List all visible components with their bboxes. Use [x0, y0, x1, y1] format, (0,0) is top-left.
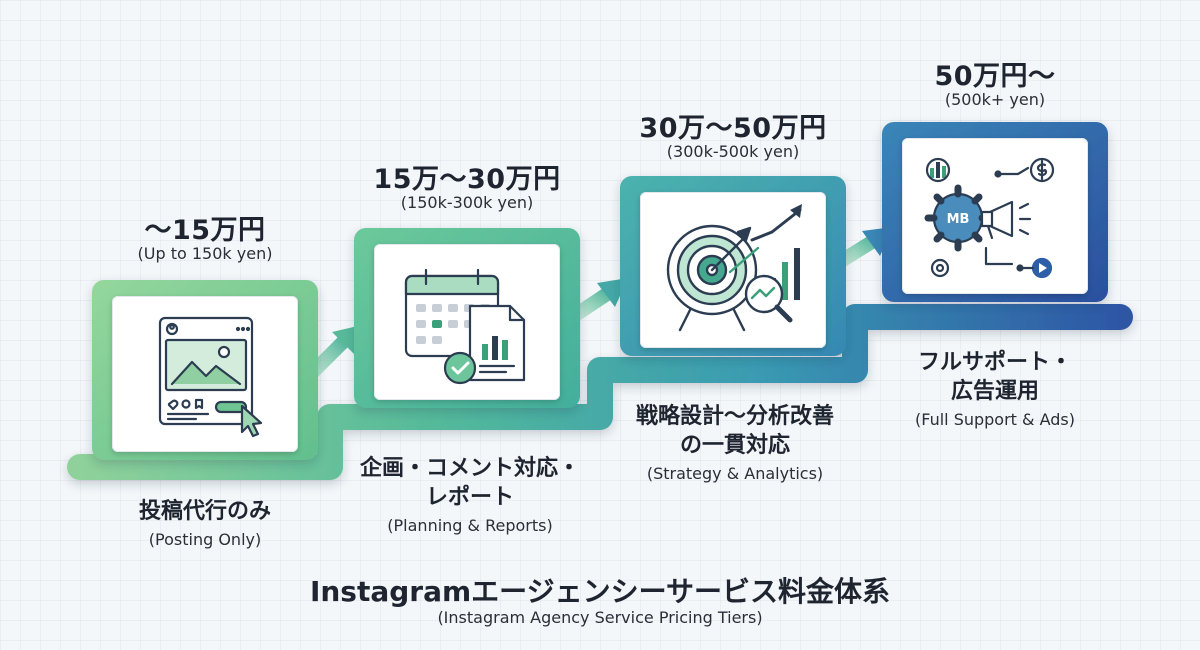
page-subtitle: (Instagram Agency Service Pricing Tiers) — [437, 608, 763, 627]
tier-4-badge: MB — [946, 212, 970, 227]
tier-1-price: 〜15万円 — [144, 215, 266, 246]
tier-3-label-line2: の一貫対応 — [679, 433, 790, 458]
tier-4-price: 50万円〜 — [934, 61, 1056, 92]
tier-2-label-line1: 企画・コメント対応・ — [359, 456, 580, 481]
tier-1-price-en: (Up to 150k yen) — [137, 244, 273, 263]
tier-1-label-block: 投稿代行のみ (Posting Only) — [80, 497, 330, 549]
megaphone-gear-icon — [924, 157, 1055, 279]
social-post-icon — [158, 316, 263, 438]
tier-2-price: 15万〜30万円 — [373, 164, 561, 195]
staircase-path — [67, 304, 1133, 480]
tier-3-price-en: (300k-500k yen) — [666, 142, 800, 161]
tier-3-label-line1: 戦略設計〜分析改善 — [635, 404, 834, 429]
tier-2-label-block: 企画・コメント対応・ レポート (Planning & Reports) — [340, 454, 600, 535]
calendar-report-icon — [404, 268, 526, 385]
tier-3-label-en: (Strategy & Analytics) — [646, 464, 824, 483]
tier-4-label-block: フルサポート・ 広告運用 (Full Support & Ads) — [870, 348, 1120, 429]
tier-1-icon-card — [112, 296, 298, 452]
tier-1-label-en: (Posting Only) — [148, 530, 262, 549]
tier-1-label: 投稿代行のみ — [138, 499, 271, 524]
tier-2-price-en: (150k-300k yen) — [400, 193, 534, 212]
tier-2-label-en: (Planning & Reports) — [387, 516, 553, 535]
tier-3-label-block: 戦略設計〜分析改善 の一貫対応 (Strategy & Analytics) — [605, 402, 865, 483]
tier-4-icon-card: MB — [902, 138, 1088, 294]
tier-3-icon-card — [640, 192, 826, 348]
tier-4-label-en: (Full Support & Ads) — [915, 410, 1075, 429]
tier-2-label-line2: レポート — [425, 485, 514, 510]
tier-2-icon-card — [374, 244, 560, 400]
tier-3-price: 30万〜50万円 — [639, 113, 827, 144]
target-analytics-icon — [666, 204, 802, 332]
tier-4-price-en: (500k+ yen) — [944, 90, 1046, 109]
tier-4-label-line1: フルサポート・ — [917, 350, 1072, 375]
page-title: Instagramエージェンシーサービス料金体系 — [309, 575, 891, 608]
tier-4-label-line2: 広告運用 — [950, 379, 1039, 404]
